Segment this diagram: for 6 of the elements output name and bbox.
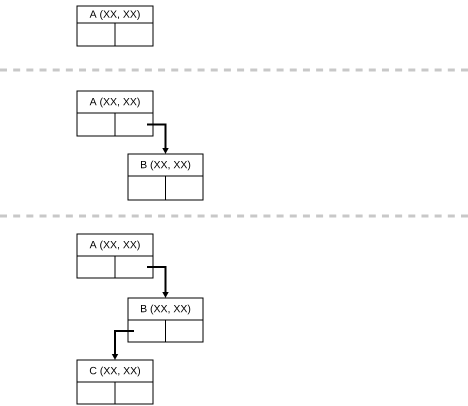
record-box: C (XX, XX) bbox=[76, 359, 154, 404]
record-box: A (XX, XX) bbox=[76, 6, 154, 46]
record-box: A (XX, XX) bbox=[76, 234, 154, 278]
record-box: A (XX, XX) bbox=[76, 90, 154, 136]
record-box: B (XX, XX) bbox=[128, 297, 204, 342]
record-box: B (XX, XX) bbox=[128, 154, 204, 200]
